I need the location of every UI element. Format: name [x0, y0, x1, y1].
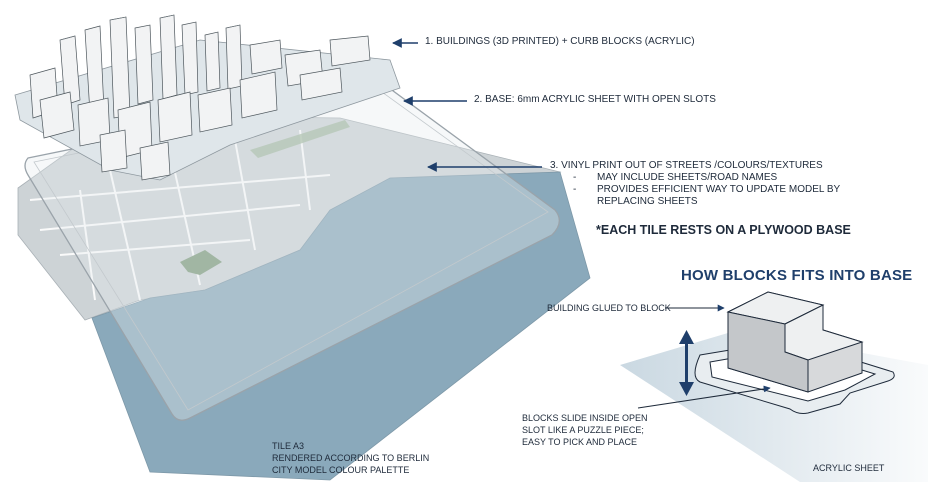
layer-1-label: 1. BUILDINGS (3D PRINTED) + CURB BLOCKS … [425, 36, 695, 47]
detail-diagram [620, 291, 928, 482]
layer-3-bullet-dash-2: - [573, 184, 577, 195]
layer-3-bullet-dash-1: - [573, 172, 577, 183]
plywood-note: *EACH TILE RESTS ON A PLYWOOD BASE [596, 223, 851, 237]
tile-caption-line-2: RENDERED ACCORDING TO BERLIN [272, 453, 430, 463]
slot-label-line-3: EASY TO PICK AND PLACE [522, 437, 638, 447]
acrylic-sheet-label: ACRYLIC SHEET [813, 463, 885, 473]
building-roof-lines [59, 14, 241, 41]
tile-caption-line-3: CITY MODEL COLOUR PALETTE [272, 465, 410, 475]
vinyl-park-strip [250, 120, 350, 158]
building-massing [29, 14, 371, 181]
detail-title: HOW BLOCKS FITS INTO BASE [681, 267, 913, 284]
layer-2-label: 2. BASE: 6mm ACRYLIC SHEET WITH OPEN SLO… [474, 94, 716, 105]
layer-3-bullet-1: MAY INCLUDE SHEETS/ROAD NAMES [597, 172, 778, 183]
layer-3-label: 3. VINYL PRINT OUT OF STREETS /COLOURS/T… [550, 160, 823, 171]
slot-label-line-2: SLOT LIKE A PUZZLE PIECE; [522, 425, 644, 435]
layer-3-bullet-3: REPLACING SHEETS [597, 196, 698, 207]
detail-building [726, 291, 864, 393]
vinyl-park [180, 250, 222, 275]
slot-label-line-1: BLOCKS SLIDE INSIDE OPEN [522, 413, 648, 423]
layer-3-bullet-2: PROVIDES EFFICIENT WAY TO UPDATE MODEL B… [597, 184, 841, 195]
detail-leader-arrows [637, 304, 771, 409]
tile-caption-line-1: TILE A3 [272, 441, 305, 451]
building-glued-label: BUILDING GLUED TO BLOCK [547, 303, 671, 313]
buildings-layer [14, 14, 401, 181]
detail-vertical-arrow [679, 330, 694, 396]
layer-leader-arrows [392, 38, 542, 172]
